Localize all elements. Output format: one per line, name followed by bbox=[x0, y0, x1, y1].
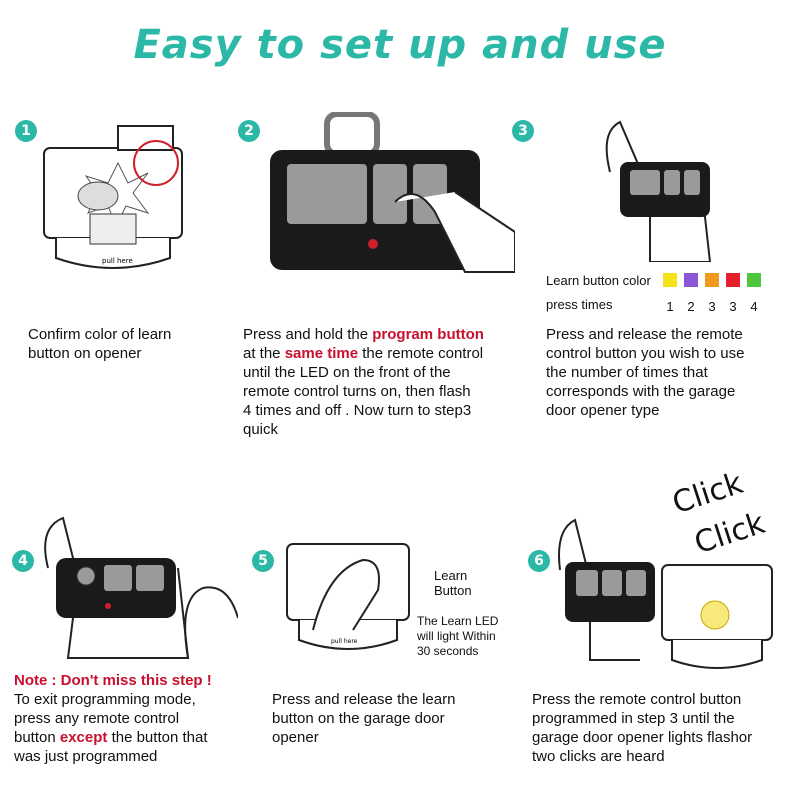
step-1-text: Confirm color of learn button on opener bbox=[28, 326, 172, 362]
learn-led-note: The Learn LED will light Within 30 secon… bbox=[417, 614, 499, 658]
pull-here-label: pull here bbox=[102, 257, 133, 265]
step-4-badge: 4 bbox=[12, 550, 34, 572]
swatch-green bbox=[747, 273, 761, 287]
press-times-1: 1 bbox=[666, 299, 674, 314]
legend-press-label: press times bbox=[546, 297, 613, 312]
swatch-yellow bbox=[663, 273, 677, 287]
press-times-2: 2 bbox=[687, 299, 695, 314]
swatch-orange bbox=[705, 273, 719, 287]
except-highlight: except bbox=[59, 729, 108, 746]
step-3-text: Press and release the remote control but… bbox=[546, 326, 745, 419]
step-1-badge: 1 bbox=[15, 120, 37, 142]
step-6-text: Press the remote control button programm… bbox=[532, 691, 753, 765]
page-title: Easy to set up and use bbox=[133, 22, 667, 68]
swatch-red bbox=[726, 273, 740, 287]
press-times-4: 3 bbox=[729, 299, 737, 314]
swatch-purple bbox=[684, 273, 698, 287]
step-3-badge: 3 bbox=[512, 120, 534, 142]
step-4-note: Note : Don't miss this step ! bbox=[14, 672, 212, 689]
step-2-text: Press and hold the program button at the… bbox=[243, 326, 484, 438]
opener-illustration: pull here bbox=[43, 125, 183, 269]
step-5-badge: 5 bbox=[252, 550, 274, 572]
press-times-5: 4 bbox=[750, 299, 758, 314]
legend-color-label: Learn button color bbox=[546, 273, 651, 288]
step-5-text: Press and release the learn button on th… bbox=[272, 691, 456, 746]
hand-remote-illustration bbox=[605, 120, 712, 262]
learn-button-callout: Learn Button bbox=[434, 568, 472, 598]
step-4-text: To exit programming mode, press any remo… bbox=[14, 691, 208, 765]
press-times-3: 3 bbox=[708, 299, 716, 314]
remote-hand-illustration bbox=[270, 112, 515, 273]
program-button-highlight: program button bbox=[372, 326, 484, 343]
remote-opener-illustration bbox=[558, 518, 773, 669]
step-6-badge: 6 bbox=[528, 550, 550, 572]
step-2-badge: 2 bbox=[238, 120, 260, 142]
same-time-highlight: same time bbox=[284, 345, 359, 362]
hand-remote-illustration bbox=[44, 516, 238, 659]
svg-text:pull here: pull here bbox=[331, 638, 358, 645]
opener-hand-illustration: pull here bbox=[286, 543, 410, 650]
